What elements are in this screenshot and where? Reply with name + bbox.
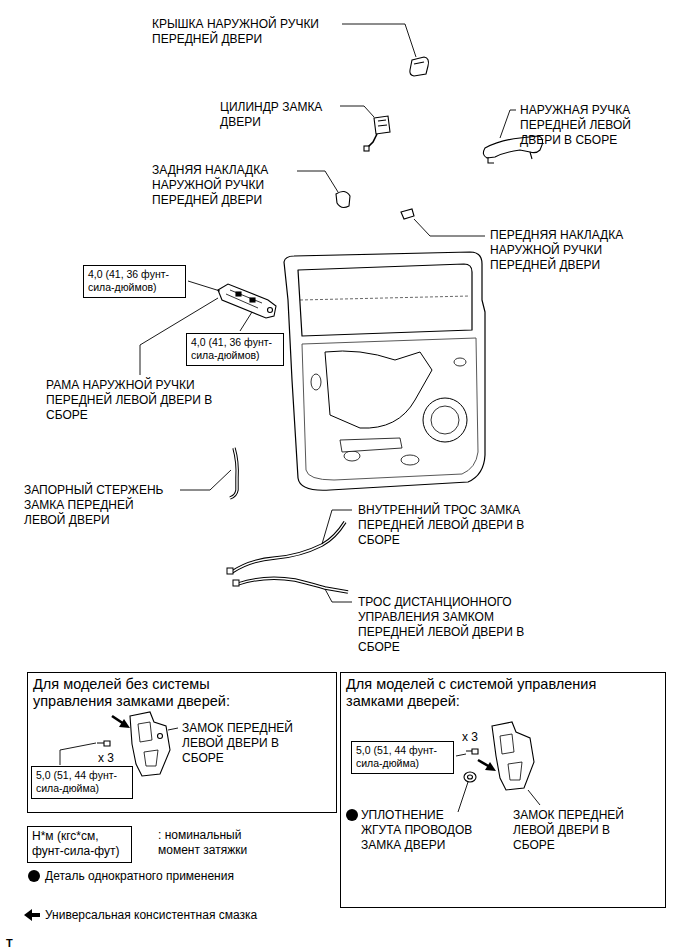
legend-text: : номинальный момент затяжки	[158, 828, 283, 858]
torque-unit-box: Н*м (кгс*см, фунт-сила-фут)	[27, 826, 132, 863]
part-name: НАРУЖНАЯ РУЧКА ПЕРЕДНЕЙ ЛЕВОЙ ДВЕРИ В СБ…	[520, 103, 650, 148]
panel-heading: Для моделей без системы управления замка…	[33, 676, 248, 710]
part-name: ТРОС ДИСТАНЦИОННОГО УПРАВЛЕНИЯ ЗАМКОМ ПЕ…	[358, 595, 563, 655]
part-name: ВНУТРЕННИЙ ТРОС ЗАМКА ПЕРЕДНЕЙ ЛЕВОЙ ДВЕ…	[358, 503, 563, 548]
quantity-note: x 3	[98, 751, 114, 766]
torque-value: 5,0 (51, 44 фунт- сила-дюйма)	[356, 744, 449, 770]
part-name: ЦИЛИНДР ЗАМКА ДВЕРИ	[220, 100, 335, 130]
quantity-note: x 3	[462, 730, 478, 745]
part-name: РАМА НАРУЖНОЙ РУЧКИ ПЕРЕДНЕЙ ЛЕВОЙ ДВЕРИ…	[46, 378, 251, 423]
part-name: ЗАПОРНЫЙ СТЕРЖЕНЬ ЗАМКА ПЕРЕДНЕЙ ЛЕВОЙ Д…	[24, 483, 174, 528]
grease-arrow-sample	[24, 909, 40, 921]
part-name: ЗАМОК ПЕРЕДНЕЙ ЛЕВОЙ ДВЕРИ В СБОРЕ	[182, 721, 312, 766]
legend-text: Универсальная консистентная смазка	[45, 908, 257, 923]
lock-cylinder	[364, 116, 390, 151]
part-name: КРЫШКА НАРУЖНОЙ РУЧКИ ПЕРЕДНЕЙ ДВЕРИ	[152, 17, 337, 47]
lock-cables	[227, 522, 348, 592]
torque-box: 4,0 (41, 36 фунт- сила-дюймов)	[186, 333, 284, 366]
torque-box: 5,0 (51, 44 фунт- сила-дюйма)	[351, 741, 454, 774]
torque-box: 4,0 (41, 36 фунт- сила-дюймов)	[83, 265, 186, 298]
handle-frame	[218, 284, 276, 318]
torque-value: 5,0 (51, 44 фунт- сила-дюйма)	[36, 769, 128, 795]
door-panel	[284, 252, 485, 490]
part-name: ЗАМОК ПЕРЕДНЕЙ ЛЕВОЙ ДВЕРИ В СБОРЕ	[513, 808, 643, 853]
handle-cover	[410, 57, 429, 76]
lock-rod	[230, 448, 237, 498]
part-name: УПЛОТНЕНИЕ ЖГУТА ПРОВОДОВ ЗАМКА ДВЕРИ	[361, 808, 481, 853]
variant-panel: Для моделей с системой управления замкам…	[340, 672, 666, 908]
torque-value: Н*м (кгс*см, фунт-сила-фут)	[32, 829, 127, 859]
torque-value: 4,0 (41, 36 фунт- сила-дюймов)	[191, 336, 279, 362]
part-name: ПЕРЕДНЯЯ НАКЛАДКА НАРУЖНОЙ РУЧКИ ПЕРЕДНЕ…	[490, 228, 645, 273]
part-name: ЗАДНЯЯ НАКЛАДКА НАРУЖНОЙ РУЧКИ ПЕРЕДНЕЙ …	[152, 163, 292, 208]
panel-heading: Для моделей с системой управления замкам…	[346, 676, 631, 710]
torque-box: 5,0 (51, 44 фунт- сила-дюйма)	[31, 766, 133, 799]
legend-text: Деталь однократного применения	[45, 869, 234, 884]
torque-value: 4,0 (41, 36 фунт- сила-дюймов)	[88, 268, 181, 294]
handle-pads	[336, 191, 414, 219]
page-mark: T	[6, 936, 13, 951]
